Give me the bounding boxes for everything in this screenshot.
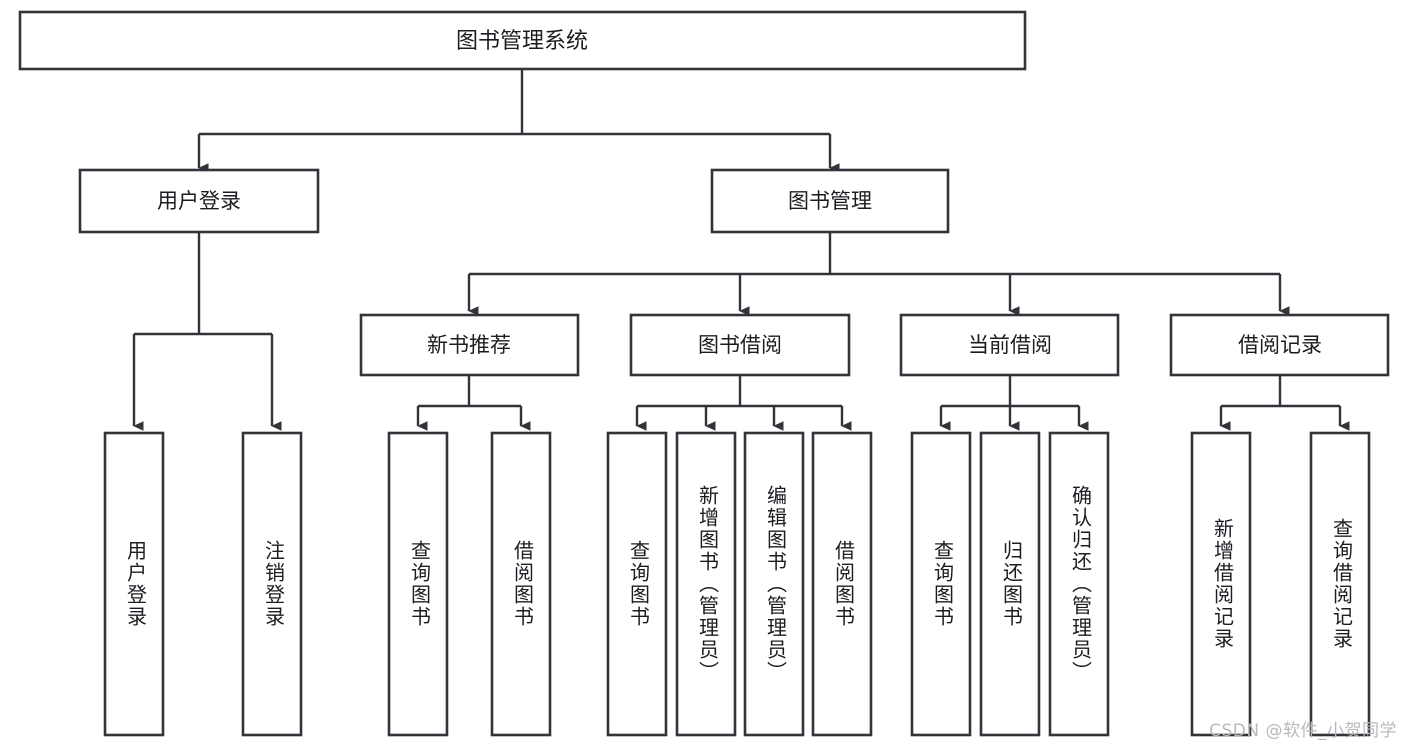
leaf-book-borrow-add[interactable]: 新增图书（管理员） — [675, 431, 737, 737]
node-user-login[interactable]: 用户登录 — [78, 168, 320, 234]
leaf-book-borrow-edit[interactable]: 编辑图书（管理员） — [743, 431, 805, 737]
node-borrow-record[interactable]: 借阅记录 — [1169, 313, 1390, 377]
node-current-borrow-label: 当前借阅 — [968, 333, 1052, 357]
node-root-system[interactable]: 图书管理系统 — [18, 10, 1027, 71]
csdn-watermark: CSDN @软件_小贺同学 — [1209, 721, 1397, 741]
leaf-borrow-record-add[interactable]: 新增借阅记录 — [1190, 431, 1252, 737]
node-borrow-record-label: 借阅记录 — [1238, 333, 1322, 357]
leaf-label: 新增图书（管理员） — [696, 485, 720, 683]
node-book-borrow[interactable]: 图书借阅 — [629, 313, 851, 377]
edge-user-login-to-leaves — [132, 232, 282, 431]
node-user-login-label: 用户登录 — [157, 189, 241, 213]
edge-borrow-record-to-leaves — [1219, 375, 1350, 431]
leaf-new-book-query[interactable]: 查询图书 — [387, 431, 449, 737]
leaf-label: 查询图书 — [408, 540, 432, 628]
leaf-label: 注销登录 — [262, 540, 286, 628]
leaf-current-borrow-query[interactable]: 查询图书 — [910, 431, 972, 737]
edge-book-borrow-to-leaves — [635, 375, 852, 431]
leaf-label: 编辑图书（管理员） — [764, 485, 788, 683]
node-new-book-recommend-label: 新书推荐 — [427, 333, 511, 357]
leaf-label: 借阅图书 — [511, 540, 535, 628]
leaf-current-borrow-return[interactable]: 归还图书 — [979, 431, 1041, 737]
leaf-new-book-borrow[interactable]: 借阅图书 — [490, 431, 552, 737]
leaf-label: 借阅图书 — [832, 540, 856, 628]
leaf-user-login-logout[interactable]: 注销登录 — [241, 431, 303, 737]
leaf-label: 查询图书 — [627, 540, 651, 628]
leaf-book-borrow-borrow[interactable]: 借阅图书 — [811, 431, 873, 737]
node-new-book-recommend[interactable]: 新书推荐 — [359, 313, 580, 377]
node-current-borrow[interactable]: 当前借阅 — [899, 313, 1120, 377]
leaf-label: 查询图书 — [931, 540, 955, 628]
node-book-management-label: 图书管理 — [788, 189, 872, 213]
node-book-management[interactable]: 图书管理 — [710, 168, 950, 234]
leaf-book-borrow-query[interactable]: 查询图书 — [606, 431, 668, 737]
leaf-label: 归还图书 — [1000, 540, 1024, 628]
leaf-borrow-record-query[interactable]: 查询借阅记录 — [1309, 431, 1371, 737]
leaf-label: 用户登录 — [124, 540, 148, 628]
leaf-user-login-login[interactable]: 用户登录 — [103, 431, 165, 737]
leaf-current-borrow-confirm[interactable]: 确认归还（管理员） — [1048, 431, 1110, 737]
edge-root-to-level2 — [197, 69, 840, 173]
leaf-label: 确认归还（管理员） — [1069, 485, 1093, 683]
leaf-label: 查询借阅记录 — [1330, 518, 1354, 650]
edge-current-borrow-to-leaves — [939, 375, 1089, 431]
leaf-label: 新增借阅记录 — [1211, 518, 1235, 650]
edge-new-book-to-leaves — [416, 375, 531, 431]
node-root-label: 图书管理系统 — [456, 29, 588, 54]
node-book-borrow-label: 图书借阅 — [698, 333, 782, 357]
edge-book-management-to-level3 — [467, 232, 1290, 316]
